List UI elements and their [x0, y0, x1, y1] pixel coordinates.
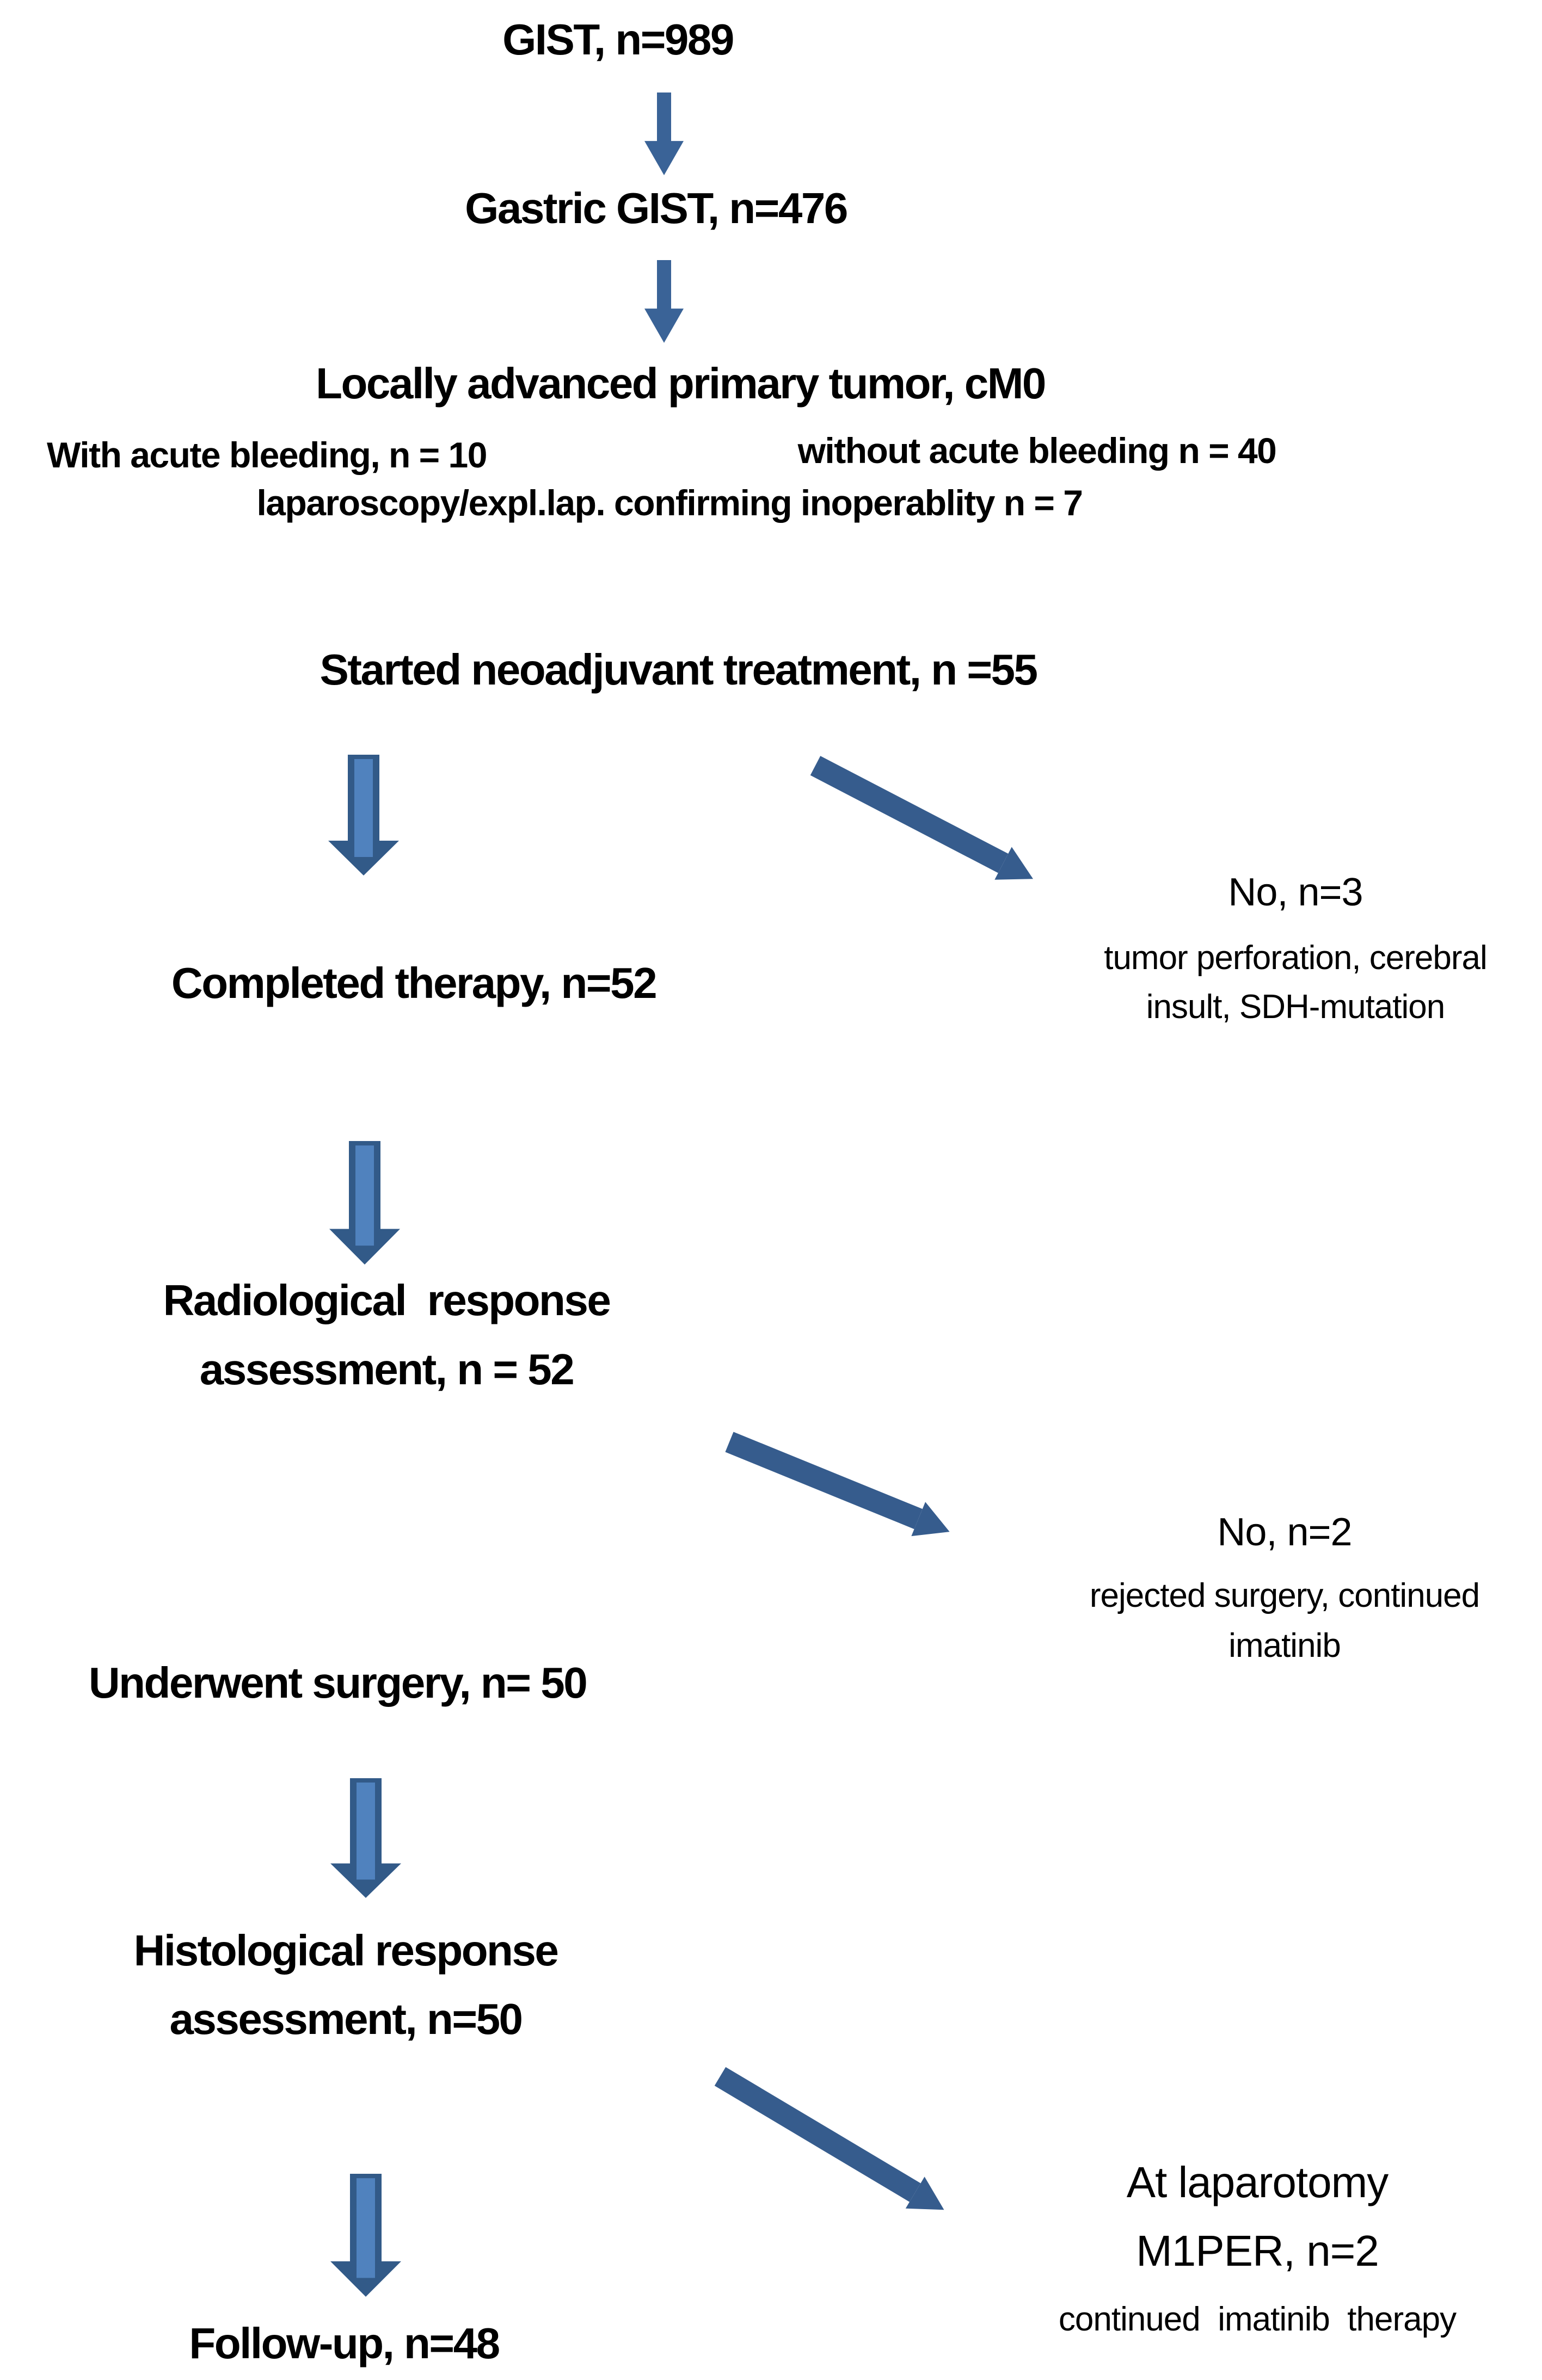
- down-arrow-icon: [644, 93, 684, 175]
- node-locally-advanced: Locally advanced primary tumor, cM0: [316, 359, 1046, 408]
- node-gastric-gist: Gastric GIST, n=476: [465, 184, 848, 232]
- diagonal-arrow-icon: [711, 2061, 954, 2226]
- exit-no2-title: No, n=2: [1217, 1510, 1352, 1554]
- block-down-arrow-icon: [330, 1778, 401, 1898]
- note-laparoscopy: laparoscopy/expl.lap. confirming inopera…: [256, 483, 1083, 523]
- exit-no3-reason-line1: tumor perforation, cerebral: [1104, 939, 1488, 977]
- note-without-bleeding: without acute bleeding n = 40: [797, 430, 1277, 471]
- node-started-treatment: Started neoadjuvant treatment, n =55: [320, 645, 1038, 694]
- node-radiological-line1: Radiological response: [163, 1276, 611, 1324]
- exit-laparotomy-line2: M1PER, n=2: [1136, 2227, 1379, 2275]
- diagonal-arrow-icon: [722, 1425, 957, 1549]
- node-completed-therapy: Completed therapy, n=52: [171, 959, 658, 1007]
- exit-laparotomy-line1: At laparotomy: [1126, 2158, 1389, 2206]
- node-radiological-line2: assessment, n = 52: [199, 1345, 575, 1394]
- down-arrow-icon: [644, 260, 684, 343]
- exit-no2-reason-line1: rejected surgery, continued: [1089, 1577, 1480, 1614]
- node-followup: Follow-up, n=48: [189, 2319, 500, 2367]
- node-histological-line2: assessment, n=50: [169, 1995, 523, 2043]
- exit-no3-reason-line2: insult, SDH-mutation: [1146, 988, 1446, 1026]
- node-underwent-surgery: Underwent surgery, n= 50: [88, 1658, 588, 1707]
- block-down-arrow-icon: [329, 1141, 400, 1265]
- node-gist-total: GIST, n=989: [502, 15, 734, 64]
- exit-no3-title: No, n=3: [1228, 871, 1363, 914]
- exit-laparotomy-line3: continued imatinib therapy: [1058, 2301, 1457, 2338]
- block-down-arrow-icon: [328, 755, 399, 875]
- note-with-bleeding: With acute bleeding, n = 10: [47, 435, 487, 475]
- exit-no2-reason-line2: imatinib: [1228, 1627, 1341, 1664]
- node-histological-line1: Histological response: [133, 1926, 559, 1975]
- block-down-arrow-icon: [330, 2174, 401, 2297]
- diagonal-arrow-icon: [807, 749, 1042, 896]
